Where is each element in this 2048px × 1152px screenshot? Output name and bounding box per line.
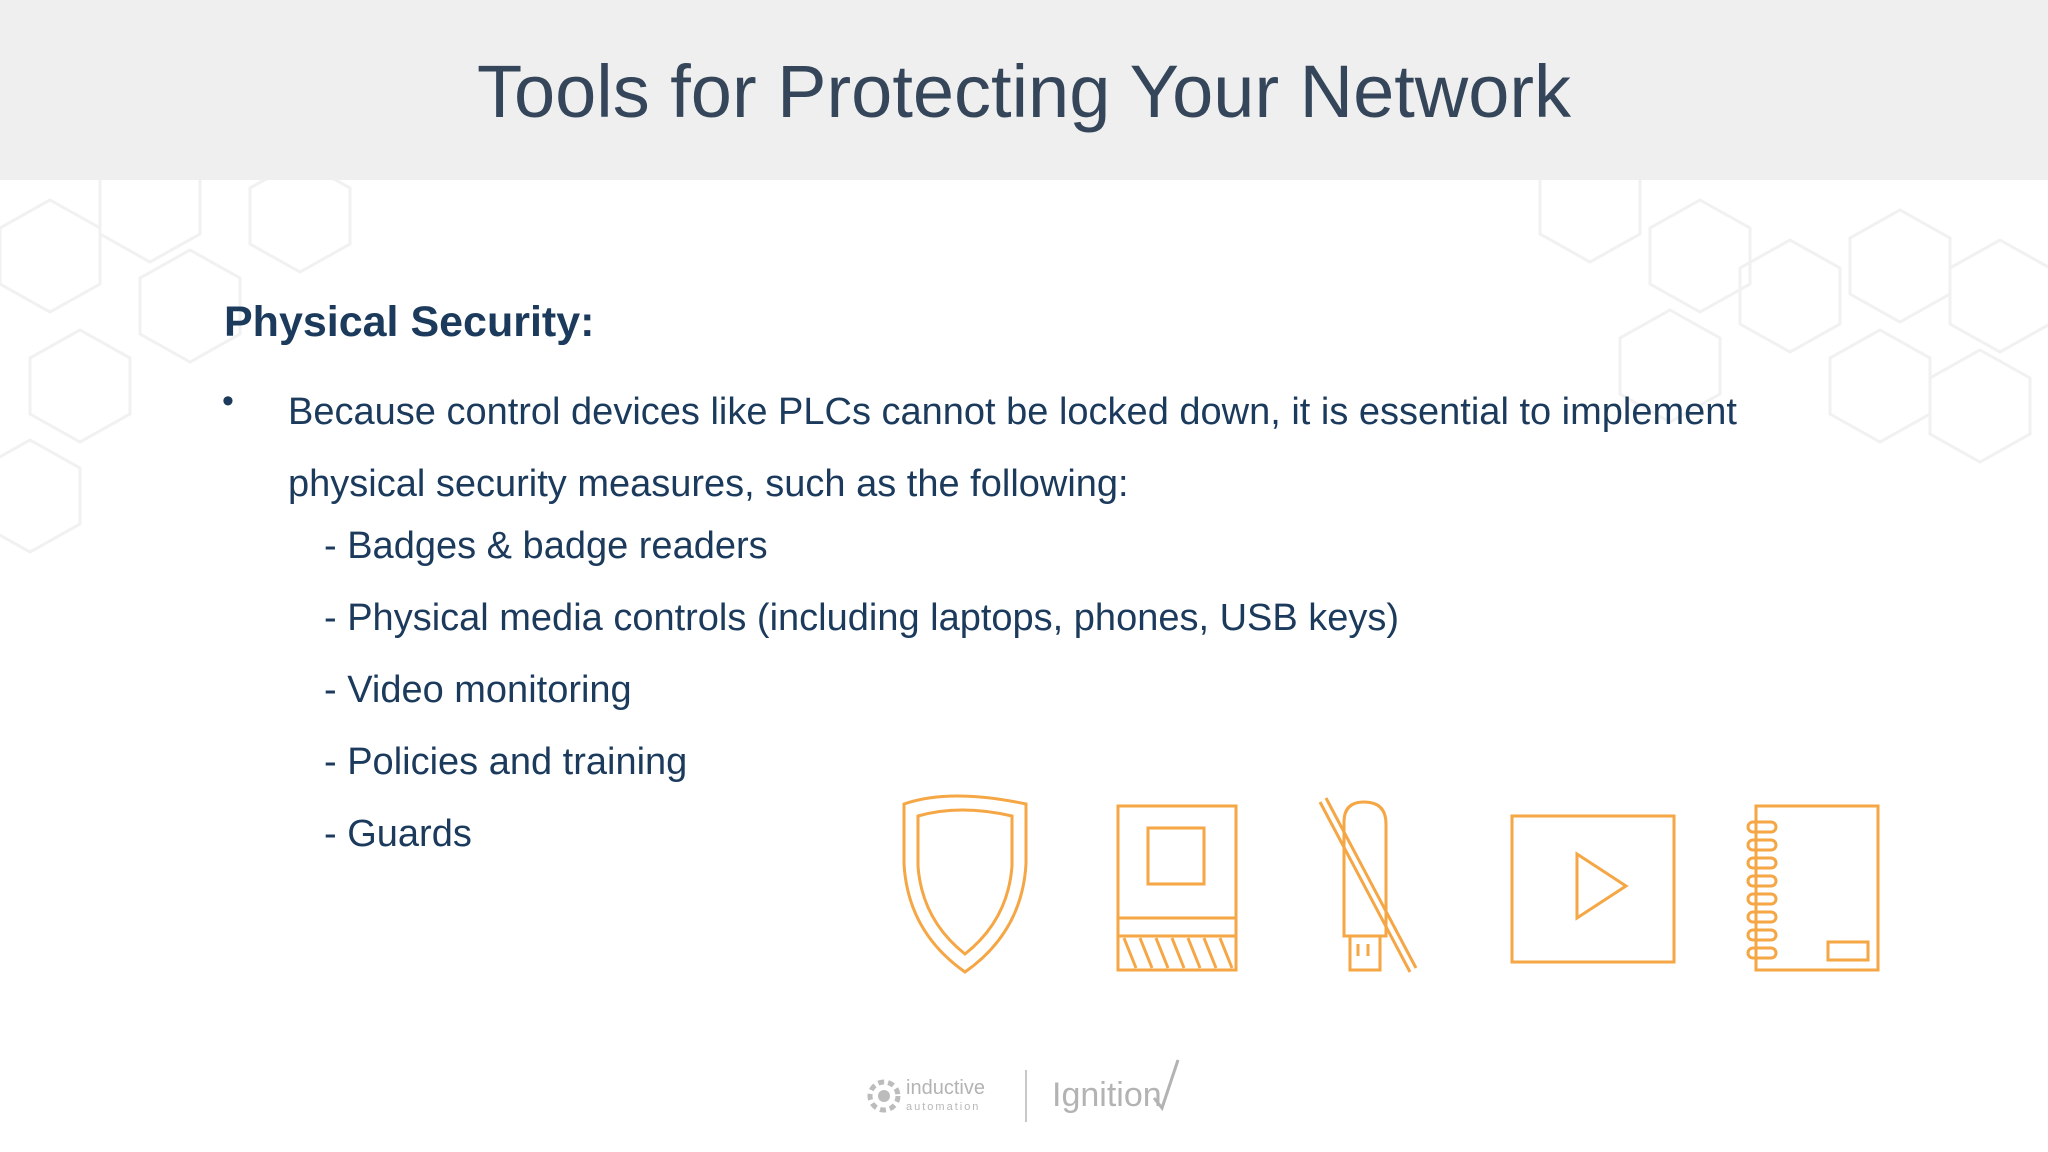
notebook-icon [1746,804,1880,972]
inductive-automation-logo: inductive automation [867,1077,985,1113]
list-item: - Physical media controls (including lap… [324,597,1400,639]
list-item: - Badges & badge readers [324,525,768,567]
shield-icon [902,794,1028,974]
list-item: - Guards [324,813,472,855]
slide-title: Tools for Protecting Your Network [476,50,1572,133]
security-icons-row [902,794,1880,974]
brand-ignition: Ignition [1052,1076,1162,1114]
section-heading: Physical Security: [224,298,595,346]
slide-header [0,0,2048,180]
hexagon-background-pattern [0,180,2048,554]
usb-blocked-icon [1318,797,1418,973]
brand-inductive: inductive [906,1077,985,1099]
hard-drive-icon [1116,804,1238,972]
brand-automation: automation [906,1101,980,1113]
list-item: - Video monitoring [324,669,632,711]
bullet-marker: • [222,382,234,420]
footer-logos: inductive automation Ignition [867,1059,1180,1122]
ignition-logo: Ignition [1052,1059,1180,1114]
bullet-text: Because control devices like PLCs cannot… [288,391,1737,505]
list-item: - Policies and training [324,741,688,783]
video-play-icon [1510,814,1676,964]
